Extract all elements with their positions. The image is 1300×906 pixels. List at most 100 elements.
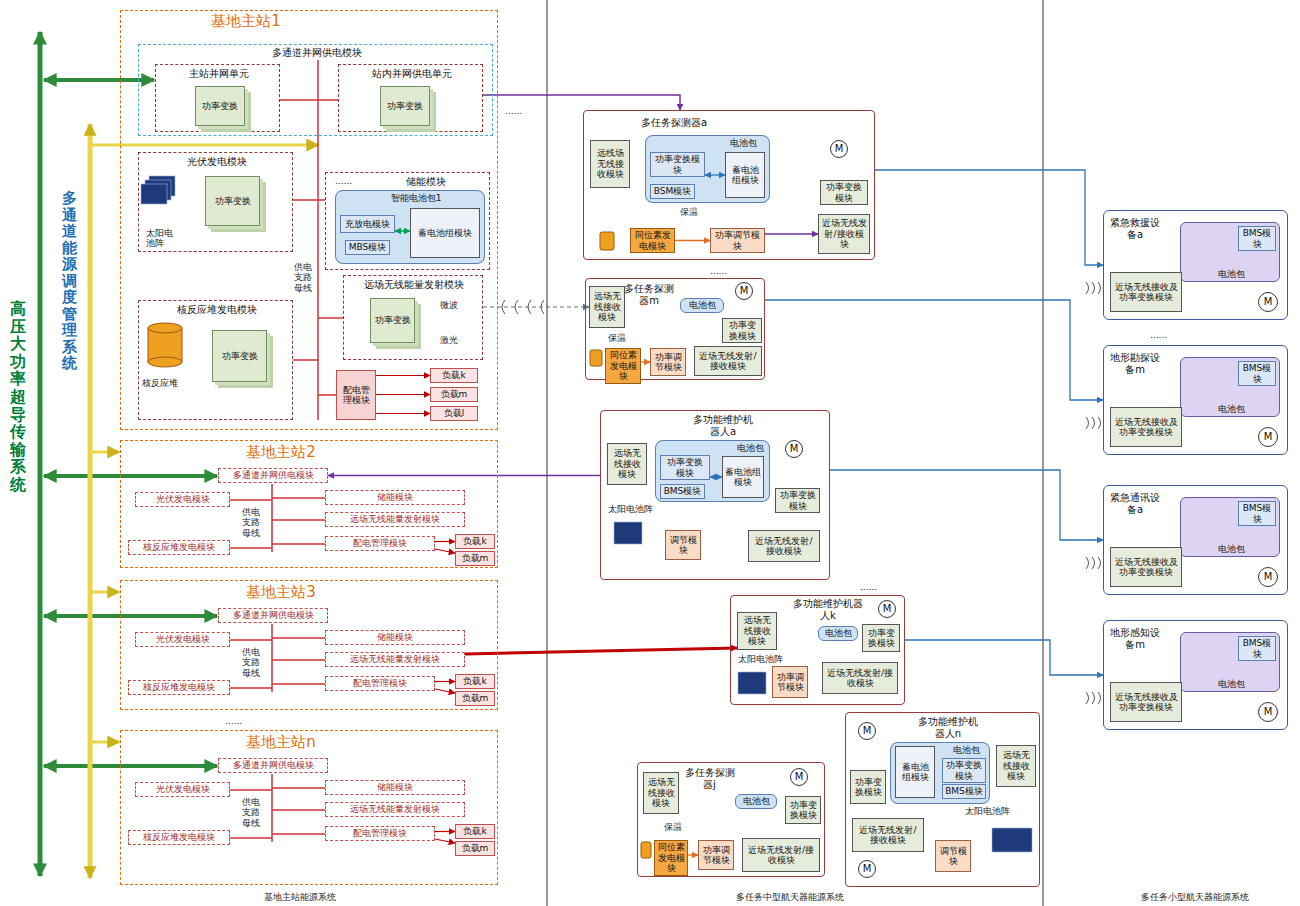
module-box: 近场无线发射/接收模块 xyxy=(852,818,924,852)
supply-bus xyxy=(293,359,318,361)
converter-box: 功率变换 xyxy=(370,298,415,343)
module-box: BMS模块 xyxy=(1238,361,1276,386)
module-box: 核反应堆发电模块 xyxy=(128,680,230,695)
module-box: BMS模块 xyxy=(660,484,705,499)
unit-box: 远场无线能量发射模块功率变换 xyxy=(343,275,483,360)
reactor-icon xyxy=(148,357,182,367)
module-box: 功率变换模块 xyxy=(660,455,710,480)
unit-box: 核反应堆发电模块功率变换 xyxy=(138,300,293,420)
box-label: 负载k xyxy=(463,826,486,836)
connector xyxy=(328,475,600,477)
superconducting-line xyxy=(44,764,217,768)
box-label: 功率变换模块 xyxy=(778,490,817,511)
motor-symbol: M xyxy=(790,768,808,786)
battery-pack: 电池包 xyxy=(735,794,777,809)
battery-module: 蓄电池组模块 xyxy=(410,208,480,258)
box-label: 近场无线接收及功率变换模块 xyxy=(1113,282,1179,303)
pack-fill xyxy=(1180,497,1280,557)
box-title: 多任务探测器j xyxy=(682,767,737,790)
converter-box: 功率变换 xyxy=(195,86,245,126)
connector xyxy=(376,375,430,376)
battery-pack: 电池包BMS模块 xyxy=(1180,497,1280,557)
regulator-box: 功率调节模块 xyxy=(650,348,686,376)
box-title: 主站并网单元 xyxy=(161,68,276,80)
supply-bus xyxy=(318,317,343,319)
box-label: 充放电模块 xyxy=(345,219,390,229)
box-label: M xyxy=(863,725,872,737)
box-title: 电池包 xyxy=(1181,544,1281,554)
connector xyxy=(705,174,725,175)
converter-box: 功率变换 xyxy=(212,330,267,382)
reactor-icon xyxy=(148,323,182,333)
divider-line xyxy=(547,0,1043,906)
box-title: 电池包 xyxy=(1181,269,1281,279)
connector xyxy=(465,648,737,654)
box-title: 基地主站3 xyxy=(201,584,361,601)
box-label: 远场无线接收模块 xyxy=(999,750,1033,781)
battery-pack: 电池包BMS模块 xyxy=(1180,357,1280,417)
box-title: 紧急救援设备a xyxy=(1110,217,1160,240)
connector xyxy=(435,681,455,682)
box-label: 光伏发电模块 xyxy=(156,784,210,794)
box-label: 核反应堆发电模块 xyxy=(143,542,215,552)
box-label: 远场无线能量发射模块 xyxy=(350,514,440,524)
box-label: 功率变换 xyxy=(202,101,238,111)
box-label: 储能模块 xyxy=(377,632,413,642)
box-label: M xyxy=(883,603,892,615)
supply-bus xyxy=(272,519,325,521)
box-label: 近场无线接收及功率变换模块 xyxy=(1113,557,1179,578)
box-label: 配电管理模块 xyxy=(353,678,407,688)
module-box: 功率变换模块 xyxy=(785,796,821,824)
note-label: ...... xyxy=(710,266,750,276)
box-label: 远场无线能量发射模块 xyxy=(350,654,440,664)
box-title: 多任务探测器a xyxy=(614,117,734,129)
box-label: 功率调节模块 xyxy=(775,672,805,693)
box-title: 电池包 xyxy=(1181,679,1281,689)
box-label: 同位素发电模块 xyxy=(633,230,672,251)
box-label: M xyxy=(1264,706,1273,718)
box-title: 电池包 xyxy=(946,745,986,755)
box-label: 功率变换 xyxy=(215,196,251,206)
module-box: 近场无线接收及功率变换模块 xyxy=(1110,682,1182,722)
connector xyxy=(875,170,1103,265)
station-box: 基地主站n多通道并网供电模块光伏发电模块核反应堆发电模块储能模块远场无线能量发射… xyxy=(120,730,498,885)
box-label: 功率调节模块 xyxy=(701,845,731,866)
box-label: 功率变换模块 xyxy=(653,154,702,175)
module-box: 配电管理模块 xyxy=(325,676,435,691)
box-label: 电池包 xyxy=(689,300,716,310)
dispatch-bus xyxy=(92,451,119,454)
module-box: 近场无线发射/接收模块 xyxy=(818,214,870,254)
note-label: 多任务中型航天器能源系统 xyxy=(700,892,880,902)
box-title: 紧急通讯设备a xyxy=(1110,492,1160,515)
supply-bus xyxy=(318,394,336,396)
connector xyxy=(905,640,1103,675)
load-box: 负载k xyxy=(455,824,495,839)
dispatch-bus xyxy=(92,591,119,594)
system-label: 高压大功率超导传输系统 xyxy=(10,300,26,494)
reactor-icon xyxy=(148,232,651,858)
module-group: 多通道并网供电模块主站并网单元功率变换站内并网供电单元功率变换 xyxy=(138,44,493,136)
box-title: 智能电池包1 xyxy=(376,193,456,203)
reactor-icon xyxy=(600,232,614,250)
supply-bus xyxy=(230,624,325,692)
module-box: 远场无线能量发射模块 xyxy=(325,512,465,527)
box-title: 地形感知设备m xyxy=(1110,627,1160,650)
box-title: 基地主站1 xyxy=(166,13,326,30)
box-title: 电池包 xyxy=(718,138,768,148)
box-label: BMS模块 xyxy=(664,486,702,496)
box-title: 站内并网供电单元 xyxy=(344,68,479,80)
box-label: 远场无线接收模块 xyxy=(610,448,644,479)
connector xyxy=(710,476,722,477)
module-box: 功率变换模块 xyxy=(862,624,900,652)
box-title: 光伏发电模块 xyxy=(144,156,289,168)
solar-array-icon xyxy=(738,672,766,694)
box-label: 调节模块 xyxy=(938,846,968,867)
module-box: 功率变换模块 xyxy=(722,318,762,343)
spacecraft-box: 多功能维护机器人k远场无线接收模块电池包功率变换模块功率调节模块近场无线发射/接… xyxy=(730,595,905,705)
box-label: 同位素发电模块 xyxy=(608,350,638,381)
solar-array-icon xyxy=(992,828,1032,852)
box-label: 近场无线发射/接收模块 xyxy=(751,536,817,557)
box-label: 核反应堆发电模块 xyxy=(143,682,215,692)
module-box: 多通道并网供电模块 xyxy=(218,758,328,773)
